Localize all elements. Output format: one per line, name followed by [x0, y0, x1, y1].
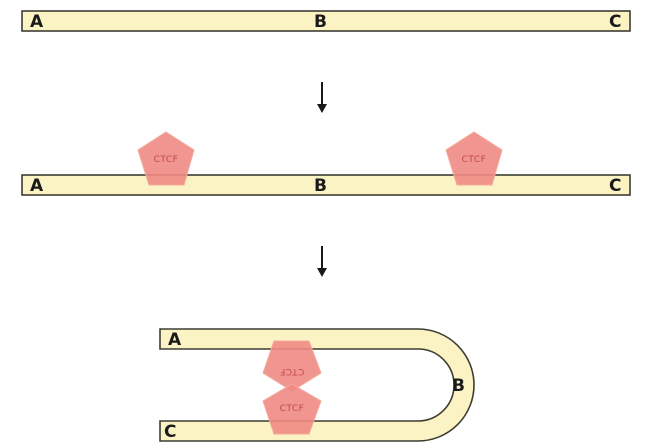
locus-c-label: C: [609, 12, 621, 32]
ctcf-protein-right: CTCF: [445, 131, 503, 186]
locus-c-label: C: [164, 422, 176, 442]
ctcf-label-top: CTCF: [280, 366, 305, 376]
ctcf-label-left: CTCF: [154, 155, 179, 165]
locus-b-label: B: [314, 176, 327, 196]
stage-1-linear-dna: A B C: [21, 10, 631, 32]
locus-a-label: A: [30, 176, 44, 196]
locus-c-label: C: [609, 176, 621, 196]
dna-strand-1: [21, 10, 631, 32]
down-arrow-icon: [317, 82, 327, 113]
dna-loop-strand: [159, 328, 475, 442]
ctcf-protein-top: CTCF: [262, 340, 322, 392]
down-arrow-icon: [317, 246, 327, 277]
pentagon-icon: [262, 383, 322, 435]
locus-b-label: B: [452, 376, 465, 396]
locus-b-label: B: [314, 12, 327, 32]
stage-2-dna-with-ctcf: CTCF CTCF A B C: [21, 131, 631, 196]
stage-3-dna-loop: CTCF CTCF A B C: [159, 328, 475, 442]
pentagon-icon: [137, 131, 195, 186]
pentagon-icon: [262, 340, 322, 392]
locus-a-label: A: [30, 12, 44, 32]
locus-a-label: A: [168, 330, 182, 350]
ctcf-label-bottom: CTCF: [280, 404, 305, 414]
ctcf-protein-left: CTCF: [137, 131, 195, 186]
ctcf-label-right: CTCF: [462, 155, 487, 165]
pentagon-icon: [445, 131, 503, 186]
ctcf-protein-bottom: CTCF: [262, 383, 322, 435]
